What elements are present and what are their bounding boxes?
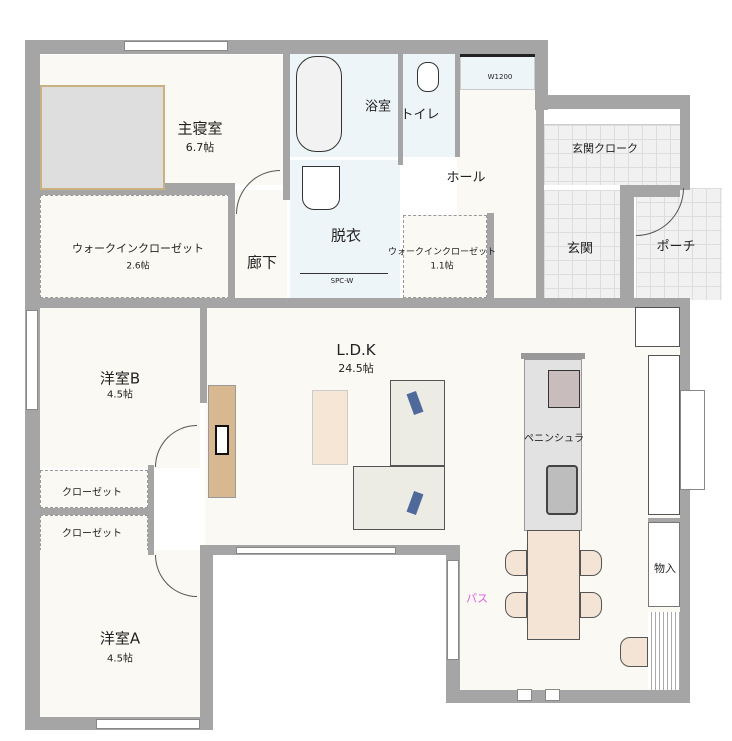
hall-label: ホール xyxy=(446,170,486,186)
wall xyxy=(200,308,207,403)
wall xyxy=(536,110,544,300)
wall xyxy=(680,298,690,703)
range-hood-wall xyxy=(521,353,585,359)
spc-w-label: SPC-W xyxy=(330,277,354,285)
entrance-cloak-floor xyxy=(544,125,680,185)
wall xyxy=(535,40,548,110)
entrance-floor xyxy=(544,190,620,298)
stove xyxy=(548,370,580,408)
window[interactable] xyxy=(236,547,396,554)
hallway-label: 廊下 xyxy=(246,253,278,272)
wall xyxy=(398,40,403,165)
chair xyxy=(505,550,527,576)
sofa-chaise xyxy=(353,466,445,530)
storage-closet[interactable] xyxy=(648,522,680,607)
rug xyxy=(312,390,348,465)
wall xyxy=(535,95,690,109)
entrance-cloak-label: 玄関クローク xyxy=(572,142,638,155)
window[interactable] xyxy=(447,560,459,660)
spc-w-line xyxy=(300,273,388,274)
tv xyxy=(215,425,229,455)
chair xyxy=(580,592,602,618)
window[interactable] xyxy=(96,719,200,729)
chair xyxy=(505,592,527,618)
cupboard xyxy=(648,355,680,515)
porch-floor xyxy=(636,188,722,300)
wall xyxy=(40,508,148,515)
chair xyxy=(580,550,602,576)
washing-machine xyxy=(302,166,340,210)
toilet-bowl xyxy=(417,62,439,92)
wall xyxy=(455,52,460,157)
ldk-label: L.D.K xyxy=(336,341,376,359)
wall xyxy=(148,465,154,555)
bathroom-label: 浴室 xyxy=(364,99,392,115)
room-b-label: 洋室B xyxy=(99,369,141,388)
wall xyxy=(648,518,680,522)
wic-large-label: ウォークインクローゼット xyxy=(72,242,204,255)
wic-small-label: ウォークインクローゼット xyxy=(387,247,497,258)
wall xyxy=(620,185,680,197)
room-a-floor xyxy=(40,550,200,718)
shoe-box-top xyxy=(460,52,535,57)
kitchen-label: ペニンシュラ xyxy=(524,433,584,445)
desk-counter xyxy=(648,612,680,690)
window[interactable] xyxy=(124,41,228,51)
bed xyxy=(40,85,165,190)
hallway-floor xyxy=(235,190,287,300)
wic-large-floor xyxy=(40,195,230,298)
window[interactable] xyxy=(517,689,532,701)
path-marker-label: パス xyxy=(466,592,488,605)
wall xyxy=(446,690,690,703)
room-b-size: 4.5帖 xyxy=(107,389,133,401)
closet-b-floor xyxy=(40,470,148,508)
shoe-box xyxy=(460,56,535,90)
porch-label: ポーチ xyxy=(656,239,696,255)
window[interactable] xyxy=(26,310,38,410)
toilet-label: トイレ xyxy=(400,107,440,123)
dining-table xyxy=(527,530,580,640)
bathtub xyxy=(296,56,342,152)
ldk-size: 24.5帖 xyxy=(338,362,374,375)
dressing-label: 脱衣 xyxy=(330,226,362,245)
desk-chair xyxy=(620,637,648,667)
wall xyxy=(228,195,235,300)
closet-a-floor xyxy=(40,515,148,551)
wall xyxy=(487,213,494,303)
window[interactable] xyxy=(680,390,705,490)
entrance-label: 玄関 xyxy=(566,241,594,257)
wic-small-floor xyxy=(403,215,487,298)
closet-a-label: クローゼット xyxy=(62,528,122,540)
sofa xyxy=(390,380,445,466)
room-a-size: 4.5帖 xyxy=(107,653,133,665)
wic-small-size: 1.1帖 xyxy=(430,261,454,272)
wall xyxy=(620,185,634,305)
sink xyxy=(546,465,578,515)
wic-large-size: 2.6帖 xyxy=(126,261,150,272)
wall xyxy=(283,40,290,200)
wall xyxy=(680,95,690,190)
wall xyxy=(200,545,213,730)
cloak-shelf xyxy=(544,110,680,125)
window[interactable] xyxy=(545,689,560,701)
closet-b-label: クローゼット xyxy=(62,487,122,499)
wall xyxy=(25,298,690,308)
room-b-floor xyxy=(40,308,200,468)
room-a-label: 洋室A xyxy=(99,629,141,648)
master-bedroom-size: 6.7帖 xyxy=(185,141,215,154)
shoe-box-label: W1200 xyxy=(487,73,513,81)
storage-label: 物入 xyxy=(654,562,676,575)
fridge xyxy=(635,307,680,347)
master-bedroom-label: 主寝室 xyxy=(177,119,223,138)
